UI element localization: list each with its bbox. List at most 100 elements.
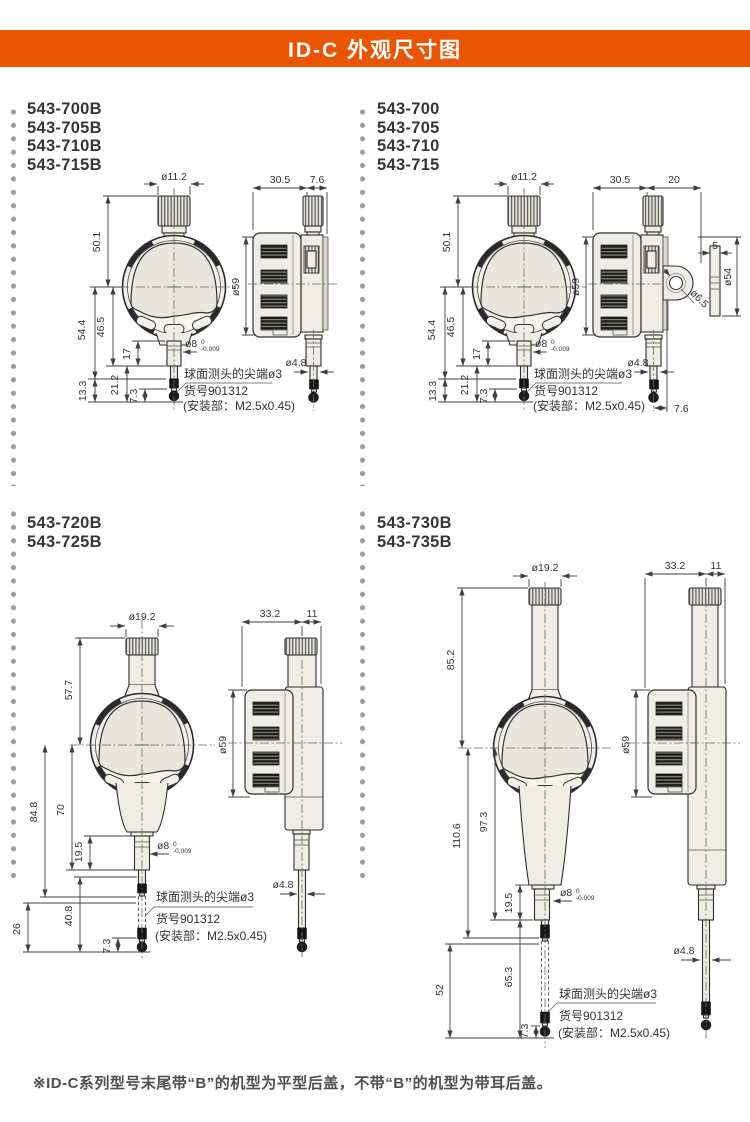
annotation-tip: 球面测头的尖端ø3 <box>156 889 254 904</box>
panel-c-front-view: ø19.2 57.7 84.8 70 19.5 26 40.8 7.3 ø8 0… <box>11 611 267 958</box>
model-number: 543-715 <box>377 155 440 174</box>
model-number: 543-730B <box>377 514 452 532</box>
dim-d-stem-dia: ø8 <box>560 887 572 899</box>
model-number: 543-710 <box>377 137 440 155</box>
dim-b-h1: 54.4 <box>426 320 438 341</box>
panel-c-side-view: 33.2 11 ø59 ø4.8 <box>217 608 342 958</box>
dim-d-w1: 33.2 <box>665 560 686 572</box>
panel-a-side-view: 30.5 7.6 ø59 ø4.8 <box>230 174 338 411</box>
dim-c-stem-tol-lower: -0.009 <box>173 848 192 855</box>
dim-a-h3: 17 <box>121 348 133 360</box>
footer-note: ※ID-C系列型号末尾带“B”的机型为平型后盖，不带“B”的机型为带耳后盖。 <box>33 1075 553 1092</box>
dim-d-h4: 52 <box>434 984 446 996</box>
annotation-mount: (安装部：M2.5x0.45) <box>533 398 645 413</box>
dim-a-spindle-dia: ø4.8 <box>285 357 306 369</box>
dim-a-w1: 30.5 <box>270 174 291 186</box>
annotation-tip: 球面测头的尖端ø3 <box>559 986 657 1001</box>
dim-a-body-dia: ø59 <box>230 278 242 296</box>
annotation-tip: 球面测头的尖端ø3 <box>534 366 632 381</box>
dim-b-h3: 17 <box>471 348 483 360</box>
dim-b-w1: 30.5 <box>610 174 631 186</box>
annotation-part-no: 货号901312 <box>184 383 248 398</box>
dim-a-stem-dia: ø8 <box>185 338 197 350</box>
dim-c-h-top: 57.7 <box>63 680 75 701</box>
panel-d-side-view: 33.2 11 ø59 ø4.8 <box>620 560 740 1040</box>
dot-column <box>359 508 366 882</box>
model-number: 543-700B <box>27 100 102 118</box>
dim-c-h3: 19.5 <box>73 842 85 863</box>
dim-b-h-top: 50.1 <box>441 232 453 253</box>
model-number: 543-715B <box>27 155 102 174</box>
dim-a-h-top: 50.1 <box>91 232 103 253</box>
dim-b-stem-dia: ø8 <box>535 338 547 350</box>
dim-c-spindle-dia: ø4.8 <box>272 879 293 891</box>
dim-c-w1: 33.2 <box>260 608 281 620</box>
dim-d-h5: 65.3 <box>503 967 515 988</box>
dim-c-h6: 7.3 <box>101 939 113 954</box>
dim-b-body-dia: ø59 <box>570 278 582 296</box>
dim-a-stem-tol-lower: -0.009 <box>201 346 220 353</box>
model-list-b: 543-700 543-705 543-710 543-715 <box>377 100 440 174</box>
dot-column <box>10 106 17 486</box>
dim-d-h1: 110.6 <box>451 823 463 849</box>
dim-a-stem-tol-upper: 0 <box>201 339 205 346</box>
dim-b-w2: 20 <box>668 174 680 186</box>
model-list-c: 543-720B 543-725B <box>27 514 102 551</box>
annotation-mount: (安装部：M2.5x0.45) <box>155 928 267 943</box>
model-number: 543-710B <box>27 137 102 155</box>
model-number: 543-700 <box>377 100 440 118</box>
annotation-part-no: 货号901312 <box>559 1008 623 1023</box>
dim-d-stem-tol-lower: -0.009 <box>576 895 595 902</box>
panel-b-front-view: ø11.2 50.1 54.4 46.5 17 13.3 21.2 7.3 ø8… <box>426 171 645 413</box>
dot-column <box>359 106 366 486</box>
dim-d-stem-tol-upper: 0 <box>576 888 580 895</box>
dim-a-cap-dia: ø11.2 <box>161 171 187 183</box>
model-number: 543-725B <box>27 532 102 551</box>
dot-column <box>10 508 17 882</box>
page-title: ID-C 外观尺寸图 <box>288 38 462 62</box>
dim-c-w2: 11 <box>307 608 318 620</box>
model-number: 543-705 <box>377 118 440 137</box>
dim-b-cap-dia: ø11.2 <box>511 171 537 183</box>
dim-c-cap-dia: ø19.2 <box>129 611 156 623</box>
dim-b-stem-tol-upper: 0 <box>551 339 555 346</box>
dim-b-h6: 7.3 <box>478 389 490 404</box>
dim-a-w2: 7.6 <box>310 174 325 186</box>
dim-b-h4: 13.3 <box>427 381 439 402</box>
model-list-d: 543-730B 543-735B <box>377 514 452 551</box>
dim-d-h6: 7.3 <box>519 1024 531 1039</box>
dim-c-body-dia: ø59 <box>217 736 229 754</box>
dim-b-stem-tol-lower: -0.009 <box>551 346 570 353</box>
dim-d-h-top: 85.2 <box>445 650 457 671</box>
model-number: 543-735B <box>377 532 452 551</box>
dim-a-h1: 54.4 <box>76 320 88 341</box>
dim-c-h2: 70 <box>55 804 67 816</box>
dim-c-h5: 40.8 <box>63 906 75 927</box>
model-number: 543-705B <box>27 118 102 137</box>
panel-d-front-view: ø19.2 85.2 110.6 97.3 19.5 52 65.3 7.3 ø… <box>434 562 670 1048</box>
dim-a-h5: 21.2 <box>109 375 121 396</box>
dim-d-h3: 19.5 <box>503 893 515 914</box>
dim-b-spindle-dia: ø4.8 <box>627 357 648 369</box>
dim-a-h4: 13.3 <box>77 381 89 402</box>
page-title-bar: ID-C 外观尺寸图 <box>0 30 750 67</box>
dim-d-cap-dia: ø19.2 <box>532 562 559 574</box>
dim-a-h6: 7.3 <box>128 389 140 404</box>
annotation-mount: (安装部：M2.5x0.45) <box>558 1025 670 1040</box>
dim-c-stem-dia: ø8 <box>157 840 169 852</box>
dim-d-spindle-dia: ø4.8 <box>673 945 694 957</box>
dim-d-w2: 11 <box>711 560 722 572</box>
dim-a-h2: 46.5 <box>95 317 107 338</box>
dim-b-lug-thickness: 5 <box>712 240 718 252</box>
dim-b-h2: 46.5 <box>445 317 457 338</box>
dim-d-body-dia: ø59 <box>620 736 632 754</box>
model-list-a: 543-700B 543-705B 543-710B 543-715B <box>27 100 102 174</box>
dim-c-stem-tol-upper: 0 <box>173 841 177 848</box>
dim-b-offset: 7.6 <box>674 403 689 415</box>
annotation-tip: 球面测头的尖端ø3 <box>184 366 282 381</box>
model-number: 543-720B <box>27 514 102 532</box>
dim-c-h4: 26 <box>11 923 23 935</box>
dim-b-back-dia: ø54 <box>722 268 734 286</box>
dim-b-h5: 21.2 <box>459 375 471 396</box>
